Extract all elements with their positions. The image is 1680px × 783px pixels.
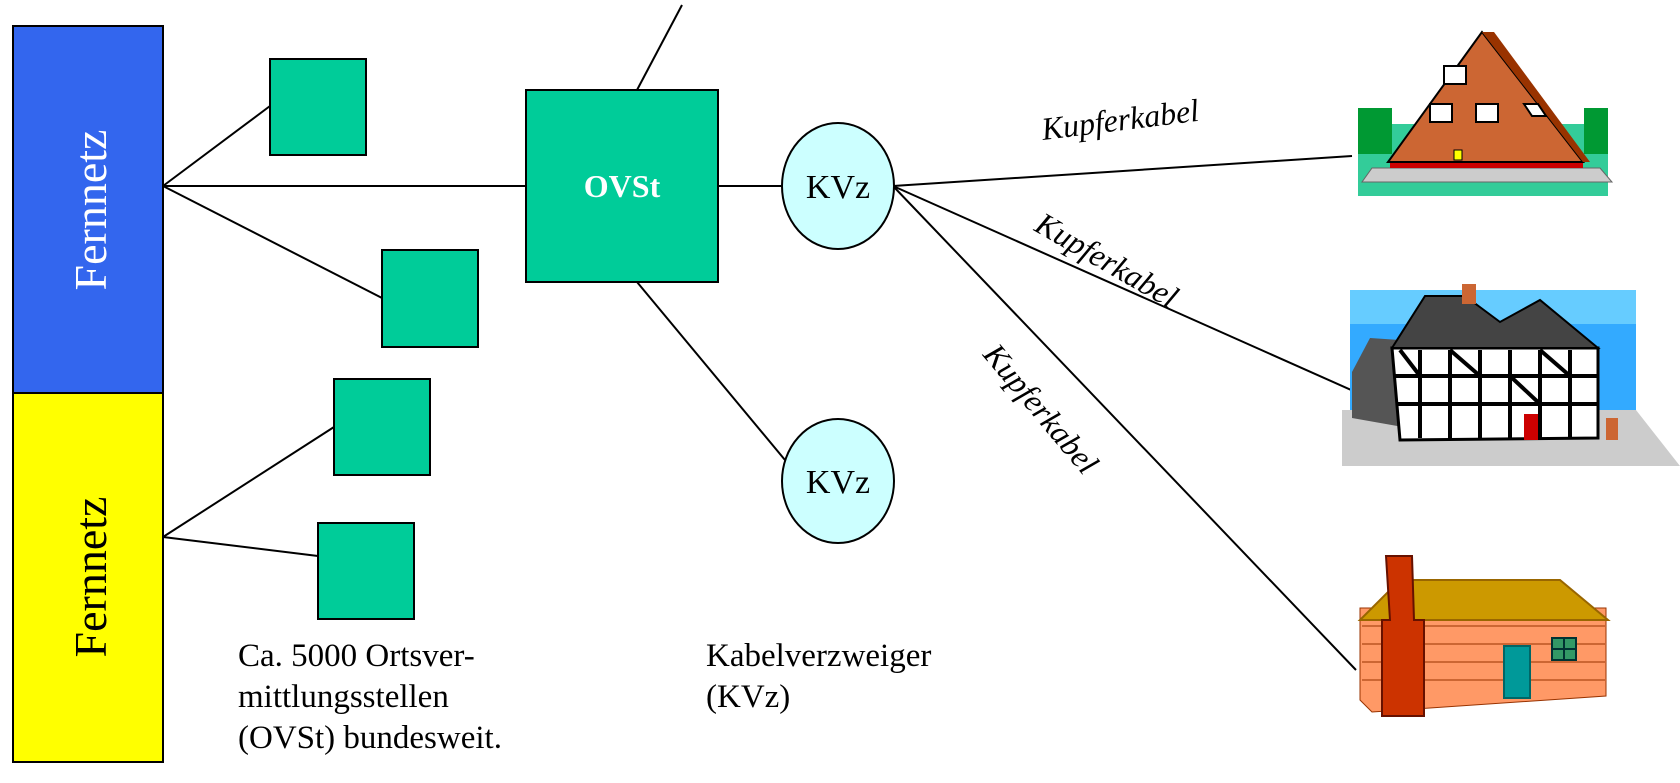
tudor-house-icon xyxy=(1342,284,1680,466)
line-backbone2-box5 xyxy=(162,536,319,557)
exchange-box xyxy=(333,378,431,476)
backbone-top-label: Fernnetz xyxy=(65,130,116,291)
kvz-node xyxy=(781,418,895,544)
backbone-bottom-label: Fernnetz xyxy=(65,497,116,658)
exchange-box xyxy=(381,249,479,348)
kvz-label: KVz xyxy=(806,169,870,206)
backbone-bottom-bar xyxy=(12,392,164,763)
connection-lines xyxy=(162,4,1433,671)
line-backbone-box1 xyxy=(162,105,271,187)
line-ovst-up xyxy=(636,4,683,91)
exchanges-caption: Ca. 5000 Ortsver- mittlungsstellen (OVSt… xyxy=(238,638,502,756)
backbone-top-bar xyxy=(12,25,164,394)
cable-label: Kupferkabel xyxy=(1038,92,1200,147)
cable-label: Kupferkabel xyxy=(976,336,1106,481)
line-ovst-kvz2 xyxy=(636,281,786,461)
cable-line-3 xyxy=(892,185,1357,671)
cable-line-1 xyxy=(892,155,1353,187)
a-frame-house-icon xyxy=(1358,30,1614,196)
kvz-node xyxy=(781,122,895,250)
ovst-box xyxy=(525,89,719,283)
exchange-box xyxy=(317,522,415,620)
cable-line-2 xyxy=(892,185,1433,427)
line-backbone2-box4 xyxy=(162,426,335,538)
distributor-caption: Kabelverzweiger (KVz) xyxy=(706,638,932,715)
cable-label: Kupferkabel xyxy=(1029,204,1185,315)
kvz-label: KVz xyxy=(806,464,870,501)
log-cabin-icon xyxy=(1357,555,1611,717)
ovst-label: OVSt xyxy=(584,168,661,204)
line-backbone-box3 xyxy=(162,185,383,299)
exchange-box xyxy=(269,58,367,156)
